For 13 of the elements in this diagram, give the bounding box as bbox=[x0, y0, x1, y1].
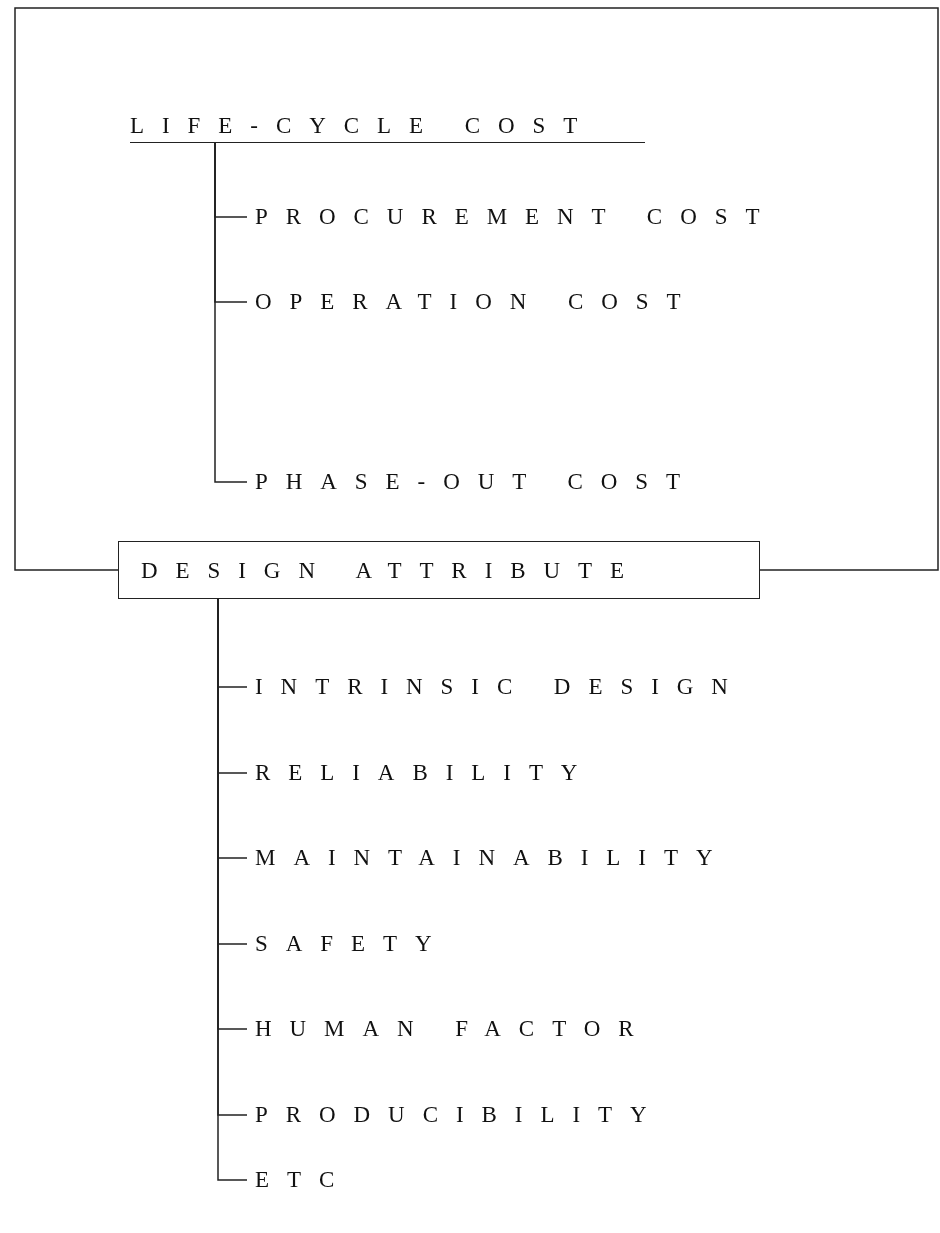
item-label: PHASE-OUT COST bbox=[255, 467, 699, 497]
item-label: PROCUREMENT COST bbox=[255, 202, 778, 232]
underlined-heading: LIFE-CYCLE COST bbox=[130, 112, 645, 143]
heading-box: DESIGN ATTRIBUTE bbox=[118, 541, 760, 599]
item-label: INTRINSIC DESIGN bbox=[255, 672, 746, 702]
item-label: PRODUCIBILITY bbox=[255, 1100, 665, 1130]
item-label: HUMAN FACTOR bbox=[255, 1014, 652, 1044]
tree-connector bbox=[214, 142, 248, 483]
item-label: MAINTAINABILITY bbox=[255, 843, 731, 873]
item-label: OPERATION COST bbox=[255, 287, 699, 317]
item-label: SAFETY bbox=[255, 929, 450, 959]
item-label: RELIABILITY bbox=[255, 758, 596, 788]
item-label: ETC bbox=[255, 1165, 353, 1195]
